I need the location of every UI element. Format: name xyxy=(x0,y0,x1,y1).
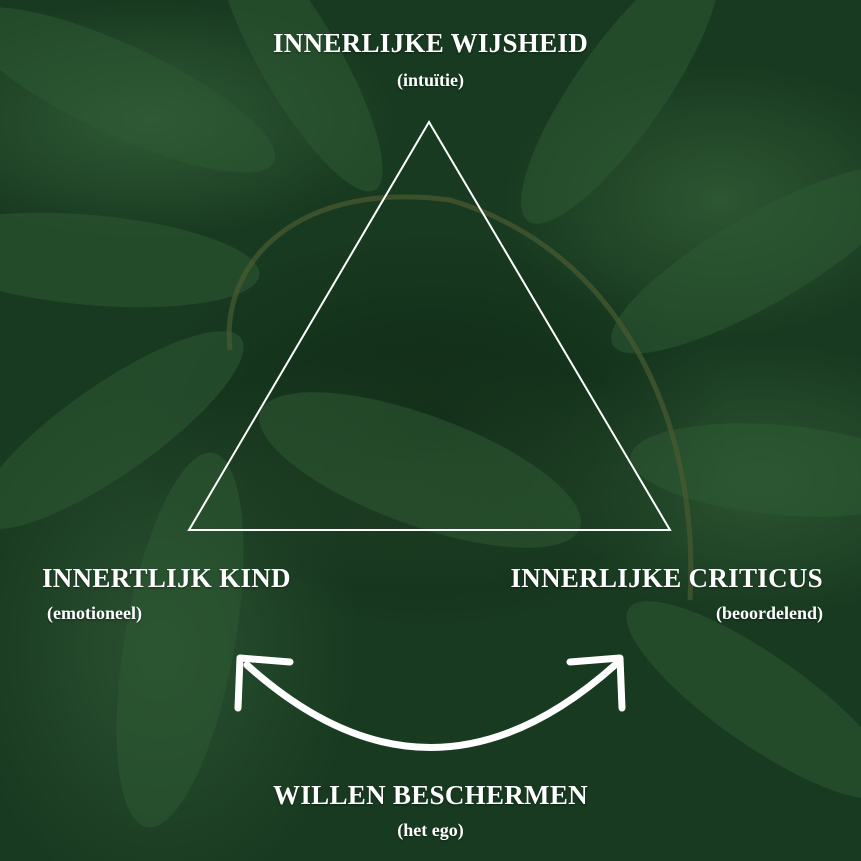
bottom-subtitle: (het ego) xyxy=(397,820,464,840)
top-subtitle: (intuïtie) xyxy=(397,70,464,90)
left-title: INNERTLIJK KIND xyxy=(42,563,291,593)
right-title: INNERLIJKE CRITICUS xyxy=(510,563,823,593)
arrowhead-right xyxy=(566,654,626,712)
top-title: INNERLIJKE WIJSHEID xyxy=(272,28,589,58)
left-subtitle: (emotioneel) xyxy=(47,603,142,623)
triangle xyxy=(187,120,672,531)
right-subtitle: (beoordelend) xyxy=(716,603,823,623)
arrowhead-left xyxy=(234,654,294,712)
double-arrow xyxy=(234,654,626,751)
bottom-title: WILLEN BESCHERMEN xyxy=(273,780,588,810)
